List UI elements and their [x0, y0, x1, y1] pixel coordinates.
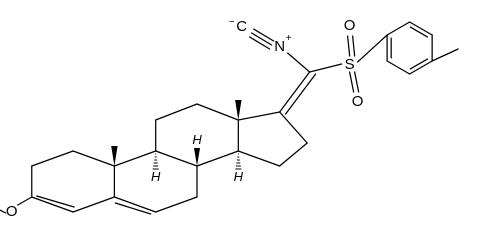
h-c9-hash: [152, 153, 159, 170]
bond-c6-c7: [155, 196, 198, 213]
h-c9-label: H: [151, 169, 161, 184]
bond-aryl-ring: [386, 21, 411, 36]
bond-n-c-triple-1: [251, 32, 273, 46]
bond-c12-c13: [196, 103, 239, 121]
bond-s-o1: [349, 71, 355, 93]
bond-c3-c4-double: [36, 195, 75, 208]
bond-c3-c4: [31, 196, 74, 213]
sulfonyl-oxygen-2-label: O: [344, 17, 356, 34]
bond-c10-c1: [72, 150, 116, 167]
bond-s-o2: [347, 35, 351, 57]
bond-c20-n: [287, 52, 311, 73]
h-c14-hash: [235, 153, 242, 170]
isocyanide-nitrogen-label: N: [274, 38, 285, 55]
bond-n-c-triple-3: [249, 36, 271, 50]
isocyanide-c-charge: −: [229, 17, 235, 28]
bond-c8-c9: [155, 150, 198, 167]
bond-c5-c6: [113, 196, 157, 213]
bond-aryl-double: [409, 26, 429, 38]
bond-aryl-ring: [386, 60, 411, 75]
bond-c17-c20: [279, 71, 311, 113]
bond-aryl-ring: [409, 60, 433, 75]
bond-aryl-methyl: [431, 48, 459, 62]
sulfur-label: S: [345, 56, 355, 73]
bond-c5-c6-double: [114, 202, 152, 215]
methoxy-oxygen-label: O: [6, 203, 18, 220]
sulfonyl-oxygen-1-label: O: [352, 93, 364, 110]
bond-s-o1-double: [354, 71, 360, 93]
methyl-c19-wedge: [111, 146, 118, 166]
methyl-c18-wedge: [235, 100, 242, 120]
bond-aryl-ring: [409, 21, 433, 36]
bond-c3-o: [17, 196, 33, 206]
bond-c14-c15: [237, 150, 281, 167]
h-c8-wedge: [194, 148, 201, 166]
isocyanide-n-charge: +: [286, 33, 292, 44]
h-c8-label: H: [192, 132, 202, 147]
bond-n-c-triple-2: [253, 28, 275, 42]
bond-c14-c8: [196, 150, 239, 167]
bond-c9-c10: [113, 150, 157, 167]
bond-c17-c20-double: [285, 73, 317, 115]
h-c14-label: H: [234, 169, 244, 184]
bond-c1-c2: [31, 150, 74, 167]
bond-s-aryl: [357, 34, 388, 63]
bond-o-ch3: [0, 209, 7, 214]
bond-c17-c13: [237, 111, 281, 121]
bond-s-o2-double: [352, 35, 356, 57]
bond-c16-c17: [279, 111, 308, 144]
bond-c15-c16: [279, 142, 308, 167]
bond-c4-c5: [72, 196, 116, 213]
bond-c20-s: [309, 63, 343, 73]
bond-aryl-double: [409, 58, 429, 70]
isocyanide-carbon-label: C: [236, 18, 247, 35]
bond-c11-c12: [155, 103, 198, 121]
